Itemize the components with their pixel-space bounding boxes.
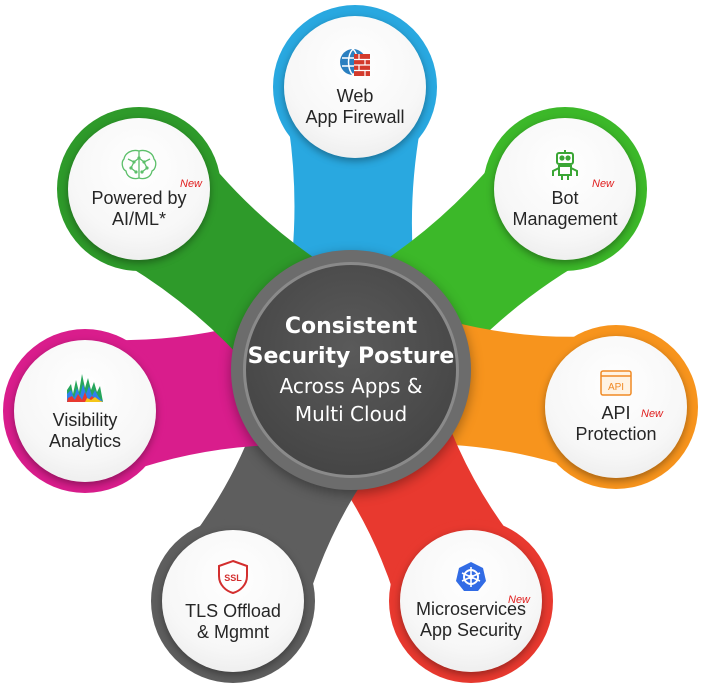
new-badge: New	[180, 178, 203, 190]
node-powered-by-aiml: Powered by AI/ML* New	[68, 118, 210, 260]
brain-icon	[121, 149, 157, 180]
node-label-line1: API	[601, 403, 631, 423]
svg-text:API: API	[608, 382, 624, 393]
node-label-line1: Web	[336, 86, 374, 106]
node-microservices-app-security: Microservices App Security New	[400, 530, 542, 672]
node-label-line2: Analytics	[48, 431, 122, 451]
node-label-line1: Powered by	[91, 188, 187, 208]
node-label-line2: & Mgmnt	[196, 622, 270, 642]
node-tls-offload: SSL TLS Offload & Mgmnt	[162, 530, 304, 672]
node-label-line1: Microservices	[415, 599, 526, 619]
center-hub-inner: Consistent Security Posture Across Apps …	[243, 262, 459, 478]
node-label-line2: App Firewall	[305, 107, 405, 127]
center-hub: Consistent Security Posture Across Apps …	[231, 250, 471, 490]
node-label-line1: TLS Offload	[185, 601, 281, 621]
new-badge: New	[592, 178, 615, 190]
center-subtitle-line2: Multi Cloud	[294, 402, 408, 426]
node-bot-management: Bot Management New	[494, 118, 636, 260]
new-badge: New	[508, 594, 531, 606]
node-web-app-firewall: Web App Firewall	[284, 16, 426, 158]
node-label-line1: Visibility	[52, 410, 118, 430]
new-badge: New	[641, 408, 664, 420]
kubernetes-icon	[456, 562, 486, 591]
node-api-protection: API API Protection New	[545, 336, 687, 478]
node-label-line2: Protection	[575, 424, 657, 444]
robot-icon	[552, 150, 578, 180]
node-label-line2: AI/ML*	[111, 209, 167, 229]
node-label-line2: App Security	[419, 620, 523, 640]
node-visibility-analytics: Visibility Analytics	[14, 340, 156, 482]
api-icon: API	[600, 370, 632, 396]
center-title-line2: Security Posture	[247, 344, 455, 369]
analytics-icon	[67, 374, 103, 402]
ssl-icon: SSL	[218, 559, 248, 595]
firewall-icon	[340, 48, 370, 76]
node-label-line1: Bot	[551, 188, 579, 208]
center-title-line1: Consistent	[284, 314, 418, 339]
svg-text:SSL: SSL	[224, 573, 242, 583]
node-label-line2: Management	[512, 209, 618, 229]
center-subtitle-line1: Across Apps &	[279, 374, 423, 398]
